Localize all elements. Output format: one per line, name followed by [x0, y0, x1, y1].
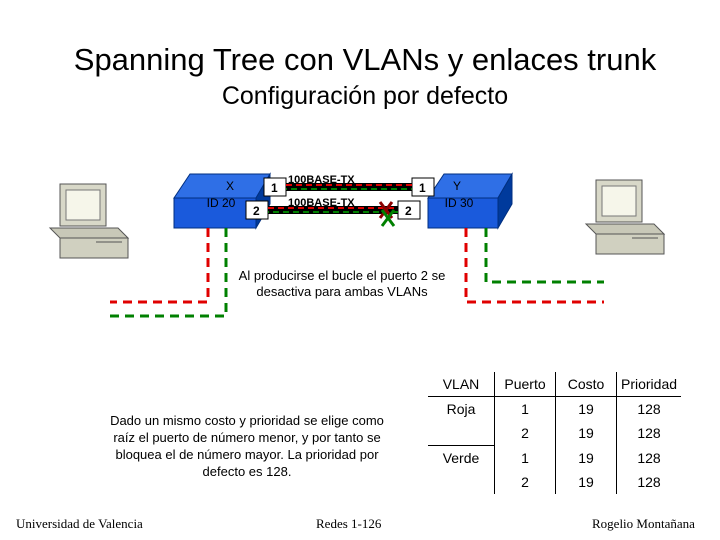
- switch-y-icon: [427, 172, 513, 230]
- vlan-lines-left: [110, 228, 228, 318]
- table-row: 2 19 128: [428, 421, 681, 446]
- table-cell: Roja: [428, 396, 495, 421]
- switch-x-id: ID 20: [207, 196, 236, 210]
- port-priority-table: VLAN Puerto Costo Prioridad Roja 1 19 12…: [428, 372, 681, 494]
- table-row: 2 19 128: [428, 470, 681, 494]
- explanation-text: Dado un mismo costo y prioridad se elige…: [110, 413, 384, 479]
- port-y2-label: 2: [405, 204, 412, 218]
- table-header: Puerto: [494, 372, 556, 397]
- link-bottom-label: 100BASE-TX: [288, 197, 355, 209]
- table-cell: 128: [637, 449, 661, 466]
- footer-page: Redes 1-126: [316, 516, 382, 531]
- slide-subtitle: Configuración por defecto: [221, 82, 509, 110]
- table-cell: Verde: [428, 445, 495, 470]
- link-top-label: 100BASE-TX: [288, 174, 355, 186]
- table-header: Costo: [555, 372, 617, 397]
- slide-title: Spanning Tree con VLANs y enlaces trunk: [73, 42, 657, 77]
- table-cell: 128: [637, 401, 661, 417]
- table-cell: 128: [637, 425, 661, 442]
- left-pc-icon: [48, 183, 130, 259]
- loop-note: Al producirse el bucle el puerto 2 se de…: [238, 268, 446, 299]
- right-pc-icon: [584, 179, 666, 255]
- table-cell: 2: [494, 470, 556, 494]
- table-cell: 19: [555, 445, 617, 470]
- port-x2-label: 2: [253, 204, 260, 218]
- table-cell: 19: [555, 396, 617, 421]
- table-cell: 2: [494, 421, 556, 446]
- table-row: Roja 1 19 128: [428, 396, 681, 421]
- table-cell: 1: [494, 445, 556, 470]
- footer-university: Universidad de Valencia: [16, 516, 143, 531]
- trunk-link-bottom: [268, 206, 398, 214]
- table-header-row: VLAN Puerto Costo Prioridad: [428, 372, 681, 397]
- footer-author: Rogelio Montañana: [592, 516, 695, 531]
- switch-y-id: ID 30: [445, 196, 474, 210]
- table-cell: 19: [555, 470, 617, 494]
- table-header: Prioridad: [616, 372, 681, 397]
- port-x1-label: 1: [271, 181, 278, 195]
- table-cell: [428, 470, 495, 494]
- table-cell: [428, 421, 495, 446]
- table-row: Verde 1 19 128: [428, 445, 681, 470]
- table-cell: 19: [555, 421, 617, 446]
- table-header: VLAN: [428, 372, 495, 397]
- blocked-port-green-icon: [380, 209, 396, 227]
- trunk-link-top: [286, 183, 412, 191]
- table-cell: 128: [637, 474, 661, 490]
- vlan-lines-right: [464, 228, 604, 304]
- port-y1-label: 1: [419, 181, 426, 195]
- switch-y-name: Y: [453, 179, 461, 193]
- switch-x-name: X: [226, 179, 234, 193]
- switch-x-icon: [173, 172, 271, 230]
- table-cell: 1: [494, 396, 556, 421]
